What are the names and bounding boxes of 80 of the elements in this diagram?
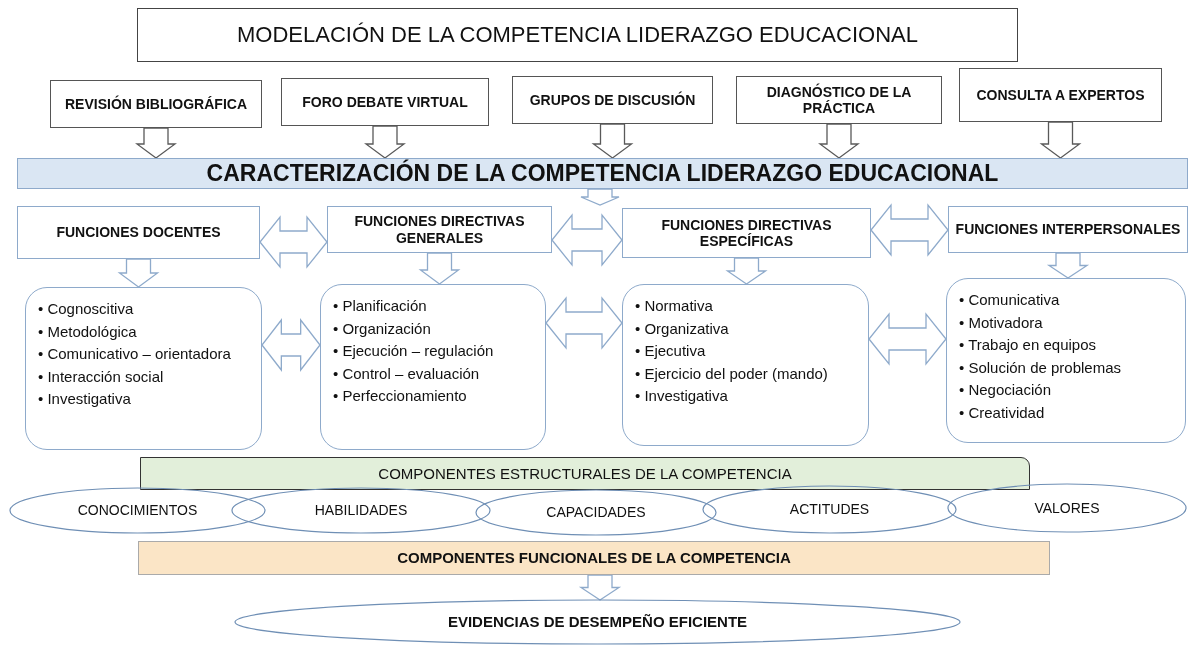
function-box [327,206,552,253]
component-ellipse [232,488,490,533]
ellipse-label: CONOCIMIENTOS [76,502,199,519]
ellipse-label: EVIDENCIAS DE DESEMPEÑO EFICIENTE [446,613,749,631]
block-arrow [364,125,406,159]
list-item: • Planificación [333,296,428,316]
list-item: • Organización [333,318,432,338]
block-arrow [261,318,321,372]
source-box [736,76,942,124]
list-item: • Investigativa [38,389,132,409]
block-arrow [545,296,623,350]
box-label: REVISIÓN BIBLIOGRÁFICA [64,95,248,113]
list-item: • Comunicativo – orientadora [38,344,232,364]
banner-bar [140,457,1030,490]
ellipse-label: CAPACIDADES [545,504,647,521]
component-ellipse [703,486,956,533]
block-arrow [591,123,634,159]
list-item: • Investigativa [635,386,729,406]
list-item: • Trabajo en equipos [959,335,1097,355]
source-box [512,76,713,124]
list-item: • Negociación [959,380,1052,400]
title-text: MODELACIÓN DE LA COMPETENCIA LIDERAZGO EDUCACIONAL [236,22,919,48]
block-arrow [818,123,860,159]
list-item: • Ejercicio del poder (mando) [635,363,829,383]
ellipse-label: VALORES [1033,499,1101,517]
list-item: • Ejecución – regulación [333,341,495,361]
block-arrow [418,252,461,285]
source-box [281,78,489,126]
component-ellipse [476,490,716,535]
list-item: • Cognoscitiva [38,299,135,319]
block-arrow [578,574,622,601]
list-box [25,287,262,450]
box-label: FUNCIONES INTERPERSONALES [954,221,1182,238]
source-box [50,80,262,128]
title-box [137,8,1018,62]
banner-text: COMPONENTES ESTRUCTURALES DE LA COMPETENCIA [377,464,793,483]
box-label: CONSULTA A EXPERTOS [975,86,1146,104]
list-item: • Ejecutiva [635,341,707,361]
banner-bar [138,541,1050,575]
list-item: • Interacción social [38,366,165,386]
block-arrow [117,258,160,288]
list-item: • Comunicativa [959,290,1061,310]
list-box [946,278,1186,443]
block-arrow [1046,252,1090,279]
box-label: GRUPOS DE DISCUSIÓN [528,91,697,109]
list-box [622,284,869,446]
block-arrow [551,213,623,267]
function-box [17,206,260,259]
list-item: • Creatividad [959,402,1046,422]
banner-text: COMPONENTES FUNCIONALES DE LA COMPETENCIA [396,549,792,567]
component-ellipse [10,488,265,533]
function-box [622,208,871,258]
block-arrow [868,312,947,366]
banner-text: CARACTERIZACIÓN DE LA COMPETENCIA LIDERAZGO EDUCACIONAL [205,160,1000,187]
list-item: • Metodológica [38,321,138,341]
block-arrow [259,215,328,269]
box-label: FUNCIONES DOCENTES [55,224,222,241]
ellipse-label: HABILIDADES [313,502,409,519]
list-box [320,284,546,450]
banner-bar [17,158,1188,189]
block-arrow [1039,121,1082,159]
component-ellipse [948,484,1186,532]
function-box [948,206,1188,253]
list-item: • Perfeccionamiento [333,386,468,406]
box-label: FUNCIONES DIRECTIVAS ESPECÍFICAS [660,216,833,250]
list-item: • Organizativa [635,318,730,338]
box-label: DIAGNÓSTICO DE LA PRÁCTICA [765,83,913,117]
list-item: • Control – evaluación [333,363,481,383]
box-label: FUNCIONES DIRECTIVAS GENERALES [353,213,526,246]
list-item: • Motivadora [959,312,1044,332]
box-label: FORO DEBATE VIRTUAL [301,93,469,111]
block-arrow [870,203,949,257]
ellipse-label: ACTITUDES [788,501,871,518]
block-arrow [725,257,768,285]
list-item: • Normativa [635,296,714,316]
list-item: • Solución de problemas [959,357,1122,377]
block-arrow [580,188,620,206]
result-ellipse [235,600,960,644]
source-box [959,68,1162,122]
block-arrow [135,127,177,159]
